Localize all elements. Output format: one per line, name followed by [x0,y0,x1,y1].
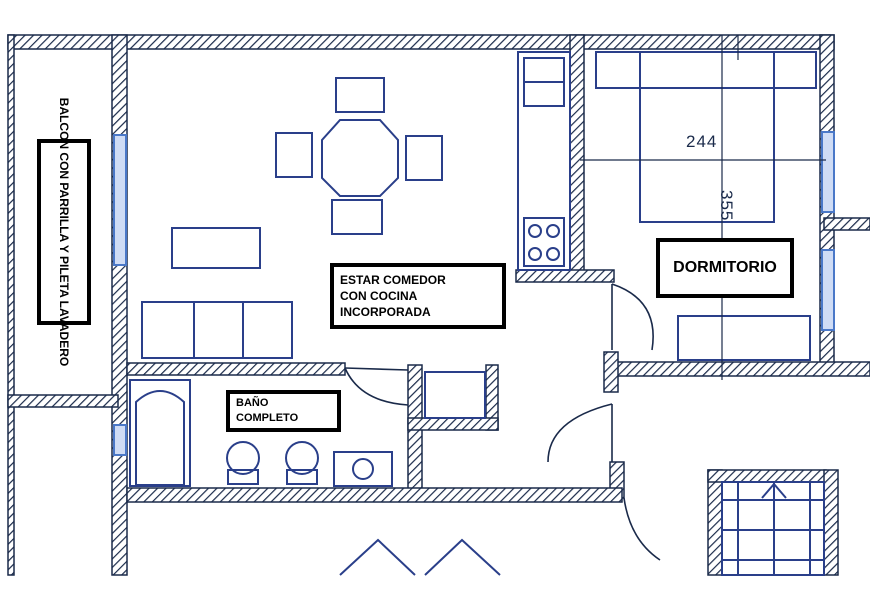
wall-mid-horizontal [126,362,346,376]
wall-bath-bottom [126,487,623,503]
label-balcon: BALCON CON PARRILLA Y PILETA LAVADERO [37,98,91,366]
dimension-lines [580,35,826,380]
wardrobe [677,315,811,361]
bed-body [639,87,775,223]
chair-right [405,135,443,181]
wall-stair-right [823,469,839,576]
window-dorm [821,131,835,213]
wall-dorm-bottom [611,361,870,377]
doors [344,283,661,561]
wall-dorm-stub [603,351,619,393]
wall-top [7,34,835,50]
wall-closet-bottom [407,417,499,431]
door-entry [547,403,613,463]
sofa [141,301,293,359]
chair-left [275,132,313,178]
door-dorm [611,283,654,351]
wall-entry-right [823,217,870,231]
label-dormitorio-text: DORMITORIO [673,259,777,277]
wall-left-balcony [7,34,15,576]
chair-top [335,77,385,113]
wall-counter-bottom [515,269,615,283]
wall-balcony-mid [7,394,119,408]
kitchen-counter [517,51,571,271]
wall-balcony-inner [111,34,128,576]
dimension-width: 244 [686,132,718,151]
furniture [129,51,825,576]
door-bottom [623,497,661,561]
door-bath [344,367,409,406]
bathtub [135,390,185,486]
label-bano: BAÑO COMPLETO [226,390,341,432]
window-living [113,134,127,266]
wall-kitchen-divider [569,34,585,276]
stove [523,217,565,267]
coffee-table [171,227,261,269]
closet [424,371,486,419]
label-estar-comedor: ESTAR COMEDOR CON COCINA INCORPORADA [330,263,506,329]
label-dormitorio: DORMITORIO [656,238,794,298]
chair-bottom [331,199,383,235]
bed [595,51,817,89]
window-bath [113,424,127,456]
windows [113,131,835,456]
wall-stair-left [707,469,723,576]
window-dorm-low [821,249,835,331]
label-balcon-text: BALCON CON PARRILLA Y PILETA LAVADERO [57,97,72,367]
bath-sink [333,451,393,487]
label-bano-text: BAÑO COMPLETO [236,397,299,424]
toilet [226,441,260,475]
bidet [285,441,319,475]
label-estar-text: ESTAR COMEDOR CON COCINA INCORPORADA [340,272,446,320]
dining-table [321,119,399,197]
dimension-length: 355 [717,190,736,222]
wall-stair-top [707,469,827,483]
